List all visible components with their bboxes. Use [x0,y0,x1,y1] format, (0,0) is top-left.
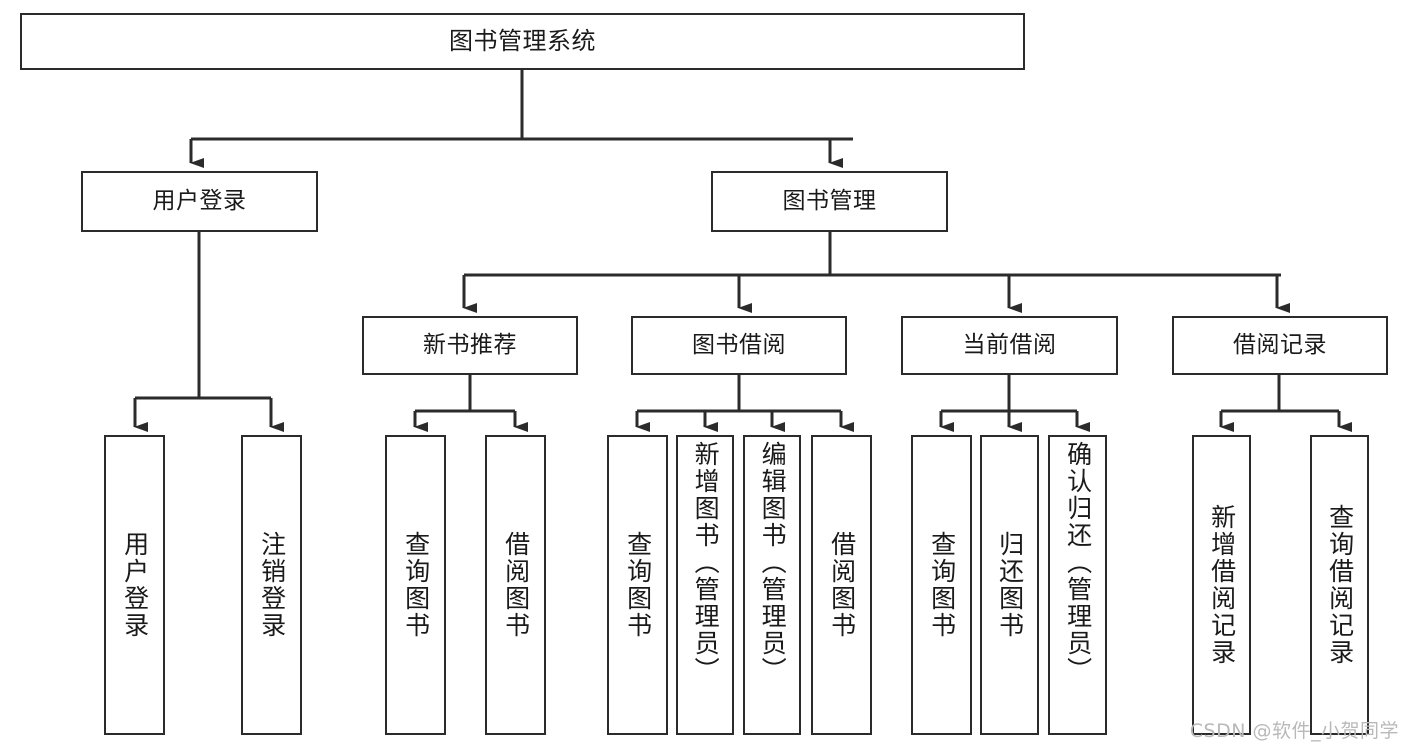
node-user-login[interactable]: 用户登录 [81,171,318,232]
node-label: 用户登录 [152,187,247,214]
leaf-query-book-borrow[interactable]: 查询图书 [607,435,668,735]
node-label: 借阅图书 [501,531,531,639]
node-label: 图书管理系统 [449,27,596,56]
node-label: 查询图书 [927,531,957,639]
node-label: 图书管理 [782,187,877,214]
node-label: 新增图书（管理员） [691,441,721,684]
node-label: 查询图书 [623,531,653,639]
node-root-system[interactable]: 图书管理系统 [20,13,1025,70]
node-label: 借阅图书 [827,531,857,639]
node-borrow-record[interactable]: 借阅记录 [1172,316,1388,375]
node-label: 编辑图书（管理员） [758,441,788,684]
leaf-query-book-current[interactable]: 查询图书 [911,435,972,735]
watermark-text: CSDN @软件_小贺同学 [1189,720,1399,742]
leaf-add-book-admin[interactable]: 新增图书（管理员） [676,435,734,735]
leaf-query-borrow-record[interactable]: 查询借阅记录 [1310,435,1369,735]
node-label: 图书借阅 [692,331,786,358]
node-book-borrow[interactable]: 图书借阅 [631,316,847,375]
node-label: 确认归还（管理员） [1063,441,1093,684]
leaf-query-book-recommend[interactable]: 查询图书 [385,435,446,735]
node-label: 查询图书 [401,531,431,639]
leaf-logout-login[interactable]: 注销登录 [241,435,302,735]
node-label: 新增借阅记录 [1207,504,1237,666]
node-label: 注销登录 [257,531,287,639]
leaf-add-borrow-record[interactable]: 新增借阅记录 [1192,435,1251,735]
leaf-confirm-return-admin[interactable]: 确认归还（管理员） [1048,435,1107,735]
leaf-borrow-book-recommend[interactable]: 借阅图书 [485,435,546,735]
node-label: 新书推荐 [423,331,517,358]
node-book-management[interactable]: 图书管理 [711,171,948,232]
node-new-book-recommend[interactable]: 新书推荐 [362,316,578,375]
leaf-borrow-book[interactable]: 借阅图书 [811,435,872,735]
node-label: 借阅记录 [1233,331,1327,358]
node-current-borrow[interactable]: 当前借阅 [901,316,1118,375]
leaf-user-login[interactable]: 用户登录 [104,435,165,735]
leaf-edit-book-admin[interactable]: 编辑图书（管理员） [743,435,801,735]
leaf-return-book[interactable]: 归还图书 [980,435,1039,735]
node-label: 查询借阅记录 [1325,504,1355,666]
node-label: 归还图书 [995,531,1025,639]
node-label: 当前借阅 [962,331,1057,358]
node-label: 用户登录 [120,531,150,639]
